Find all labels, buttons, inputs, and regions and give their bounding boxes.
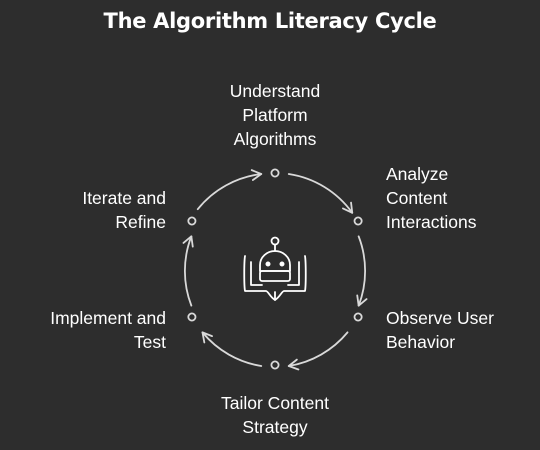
robot-book-icon [243,236,307,301]
step-label-observe: Observe User Behavior [386,308,494,352]
robot-head [259,250,291,272]
node-implement [187,312,197,322]
node-iterate [187,216,197,226]
book-left-page [250,261,263,286]
node-observe [353,312,363,322]
cycle-nodes [187,168,363,370]
book-right-page [287,261,300,286]
diagram-title: The Algorithm Literacy Cycle [103,9,437,33]
node-understand [270,168,280,178]
arrow-analyze-to-observe [356,235,368,307]
step-label-iterate: Iterate and Refine [82,188,166,232]
arrow-tailor-to-implement [201,331,263,367]
step-label-understand: Understand Platform Algorithms [229,81,321,149]
arrow-observe-to-tailor [287,331,349,371]
node-tailor [270,360,280,370]
arrow-implement-to-iterate [182,235,194,307]
step-label-implement: Implement and Test [50,308,166,352]
robot-jaw [259,270,291,282]
robot-eye-right [279,261,285,267]
node-analyze [353,216,363,226]
step-label-tailor: Tailor Content Strategy [221,393,329,437]
arrow-understand-to-analyze [287,173,354,214]
arrow-iterate-to-understand [196,169,263,211]
step-label-analyze: Analyze Content Interactions [386,164,477,232]
cycle-arrows [182,169,368,371]
robot-eye-left [265,261,271,267]
robot-antenna-ball [270,236,280,246]
